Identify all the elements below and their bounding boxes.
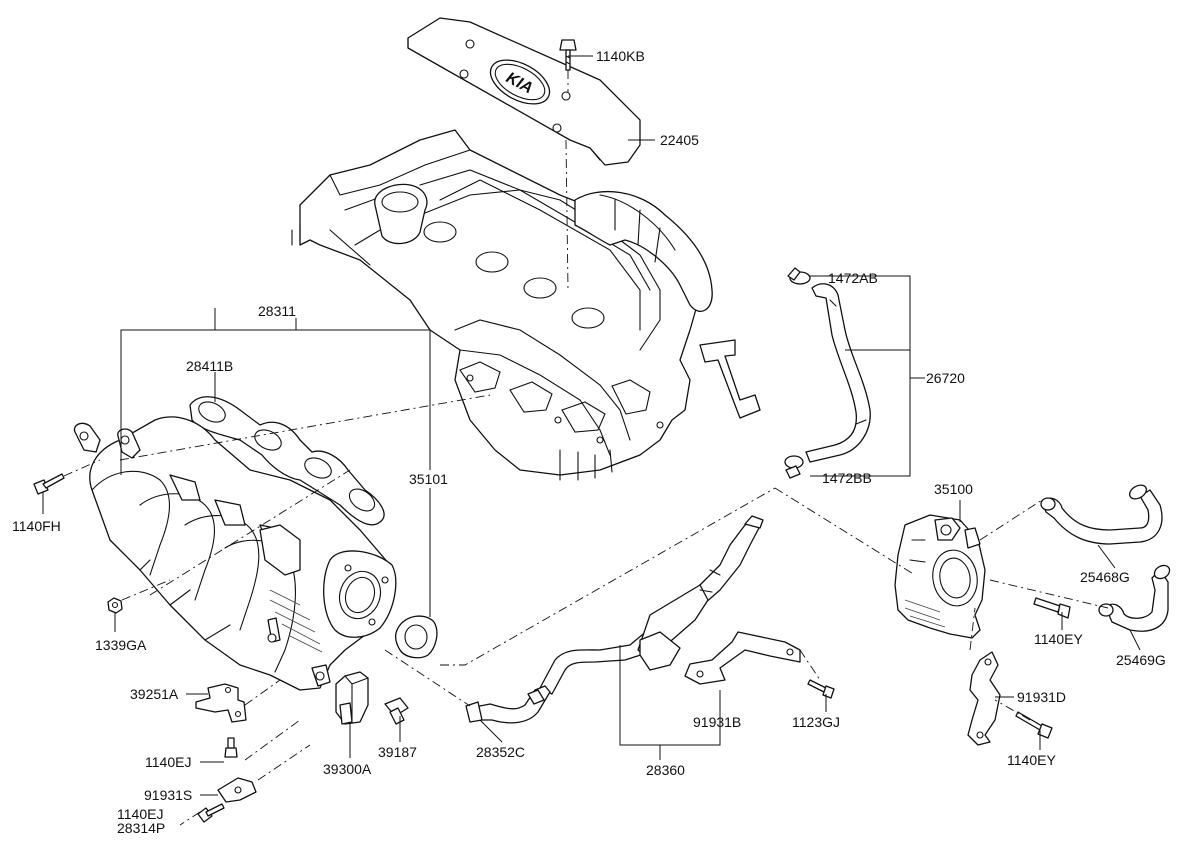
label-28314p: 28314P	[117, 820, 165, 836]
pcv-hose	[805, 283, 871, 463]
bolt-1140kb	[559, 39, 577, 71]
throttle-body	[894, 514, 986, 639]
label-28352c: 28352C	[476, 744, 525, 760]
label-1123gj: 1123GJ	[792, 714, 840, 730]
label-35101: 35101	[409, 471, 448, 487]
label-28360: 28360	[646, 762, 685, 778]
bolt-1123gj	[807, 679, 835, 699]
label-1140fh: 1140FH	[12, 518, 61, 534]
label-1140ey-upper: 1140EY	[1034, 631, 1083, 647]
bolt-1140ej-lower	[197, 803, 225, 823]
leader-lines	[42, 55, 1141, 796]
label-22405: 22405	[660, 132, 699, 148]
kia-logo	[489, 59, 551, 105]
label-1472ab: 1472AB	[828, 270, 878, 286]
bracket-91931s	[217, 777, 257, 803]
label-25468g: 25468G	[1080, 569, 1130, 585]
engine-cover: KIA	[407, 17, 641, 166]
label-91931s: 91931S	[144, 787, 192, 803]
label-35100: 35100	[934, 481, 973, 497]
bolt-1140ey-upper	[1033, 597, 1071, 619]
label-1339ga: 1339GA	[95, 637, 147, 653]
nut-1339ga	[107, 597, 123, 614]
exhaust-manifold	[574, 190, 761, 419]
label-91931d: 91931D	[1017, 689, 1066, 705]
map-sensor	[335, 671, 369, 725]
bracket-91931d	[967, 651, 1001, 746]
oil-filler-cap	[374, 183, 428, 245]
label-1140ey-lower: 1140EY	[1007, 752, 1056, 768]
label-39251a: 39251A	[130, 686, 179, 702]
bolt-39187	[384, 697, 409, 725]
throttle-flange	[323, 550, 397, 638]
bolt-1140ej-upper	[224, 737, 238, 758]
clamp-1472bb	[784, 455, 804, 479]
intake-manifold	[73, 416, 397, 691]
plug-well-4	[571, 307, 605, 329]
plug-well-2	[475, 251, 509, 273]
bracket-39251a	[195, 683, 247, 723]
label-25469g: 25469G	[1116, 652, 1166, 668]
label-39187: 39187	[378, 744, 417, 760]
throttle-body-gasket	[394, 615, 438, 659]
part-number-labels: 1140KB 22405 28311 28411B 35101 1140FH 1…	[12, 48, 1166, 836]
bolt-1140fh	[33, 473, 65, 495]
hose-28352c	[465, 685, 551, 724]
water-hose-25468g	[1040, 484, 1163, 545]
label-28311: 28311	[258, 303, 296, 319]
bolt-1140ey-lower	[1015, 711, 1053, 739]
plug-well-3	[523, 277, 557, 299]
coolant-pipe	[539, 515, 801, 695]
engine-head	[291, 129, 761, 481]
label-91931b: 91931B	[693, 714, 741, 730]
label-1140kb: 1140KB	[596, 48, 645, 64]
clamp-1472ab	[787, 267, 811, 285]
plug-well-1	[423, 221, 457, 243]
label-39300a: 39300A	[323, 761, 372, 777]
label-1472bb: 1472BB	[822, 470, 872, 486]
intake-gasket	[189, 396, 385, 526]
label-1140ej-lower: 1140EJ	[117, 806, 163, 822]
label-1140ej-upper: 1140EJ	[145, 754, 191, 770]
label-26720: 26720	[926, 370, 965, 386]
water-hose-25469g	[1098, 564, 1171, 632]
label-28411b: 28411B	[186, 358, 233, 374]
